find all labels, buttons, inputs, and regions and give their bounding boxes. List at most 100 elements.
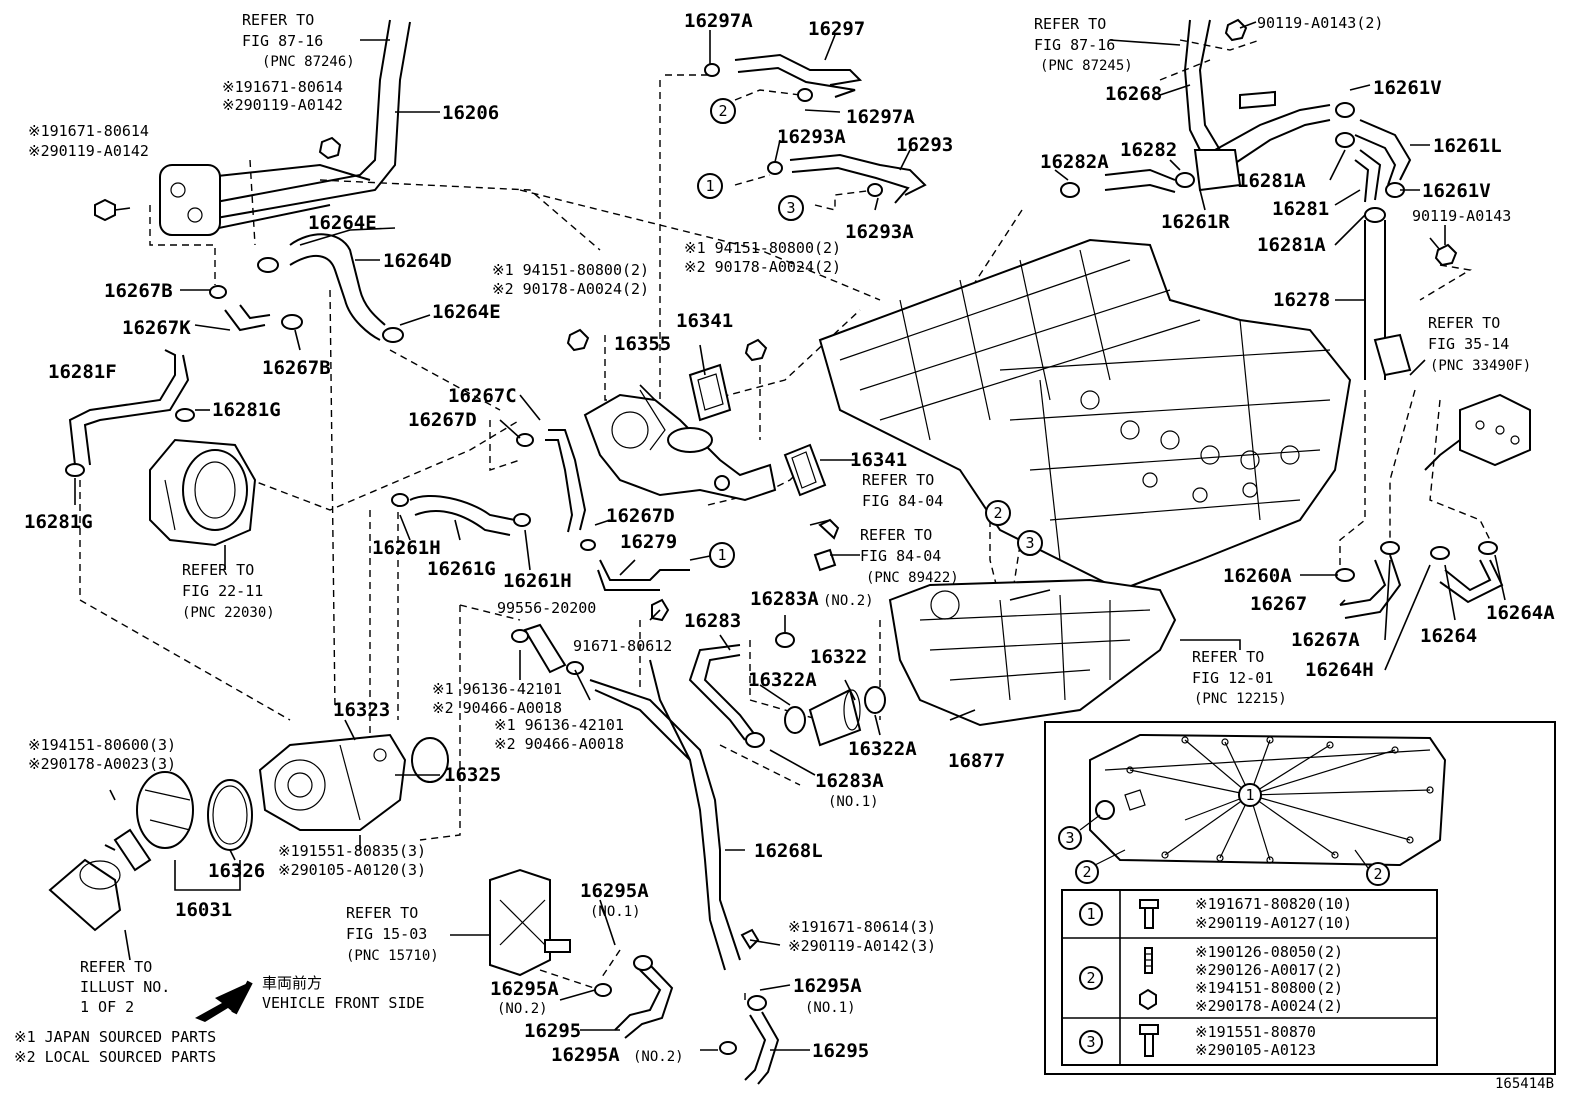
hose-16282: [1104, 168, 1176, 181]
label-16283A-a: 16283A: [750, 588, 819, 610]
pipe-16206: [159, 19, 411, 236]
hose-16267: [1339, 559, 1387, 606]
table-row-2-id: 2: [1086, 969, 1095, 987]
source-legend-2: ※2 LOCAL SOURCED PARTS: [14, 1048, 216, 1066]
oil-cooler-33490F: [1424, 393, 1531, 471]
svg-text:REFER TO: REFER TO: [182, 561, 254, 579]
pipe-16268L: [589, 679, 741, 961]
svg-text:※1 96136-42101: ※1 96136-42101: [494, 716, 624, 734]
circle-ref-3-mid: 3: [1025, 534, 1034, 552]
label-16267D-a: 16267D: [408, 409, 477, 431]
inset-callout-2a: 2: [1082, 863, 1091, 881]
svg-text:※2 90178-A0024(2): ※2 90178-A0024(2): [684, 258, 841, 276]
label-16293: 16293: [896, 134, 953, 156]
svg-text:(PNC 12215): (PNC 12215): [1194, 691, 1287, 707]
svg-text:FIG 84-04: FIG 84-04: [862, 492, 943, 510]
label-16326: 16326: [208, 860, 265, 882]
svg-text:FIG 12-01: FIG 12-01: [1192, 669, 1273, 687]
table-row-2-line-3: ※194151-80800(2): [1195, 979, 1343, 997]
hose-99556: [523, 623, 567, 674]
svg-text:(PNC 89422): (PNC 89422): [866, 570, 959, 586]
label-16261L: 16261L: [1433, 135, 1502, 157]
svg-text:※2 90466-A0018: ※2 90466-A0018: [494, 735, 624, 753]
hose-16267K: [224, 309, 266, 332]
svg-text:REFER TO: REFER TO: [346, 904, 418, 922]
label-16261G: 16261G: [427, 558, 496, 580]
label-16341-b: 16341: [850, 449, 907, 471]
label-16267D-b: 16267D: [606, 505, 675, 527]
label-16295A-d: 16295A: [551, 1044, 620, 1066]
label-16267: 16267: [1250, 593, 1307, 615]
label-16206: 16206: [442, 102, 499, 124]
circle-ref-2-top: 2: [718, 102, 727, 120]
thermostat-16031: [104, 771, 194, 872]
table-row-1-id: 1: [1086, 905, 1095, 923]
svg-text:※194151-80600(3): ※194151-80600(3): [28, 736, 176, 754]
label-90119-A0143-2: 90119-A0143(2): [1257, 14, 1383, 32]
inset-callout-3: 3: [1065, 829, 1074, 847]
svg-text:FIG 87-16: FIG 87-16: [242, 32, 323, 50]
svg-text:(NO.1): (NO.1): [805, 1000, 856, 1016]
label-16264D: 16264D: [383, 250, 452, 272]
svg-text:※1 96136-42101: ※1 96136-42101: [432, 680, 562, 698]
label-16297A-mid: 16297A: [846, 106, 915, 128]
label-16279: 16279: [620, 531, 677, 553]
svg-text:※2 90466-A0018: ※2 90466-A0018: [432, 699, 562, 717]
svg-text:REFER TO: REFER TO: [1192, 648, 1264, 666]
label-16295-a: 16295: [524, 1020, 581, 1042]
engine-block: [818, 238, 1352, 592]
label-16293A-bot: 16293A: [845, 221, 914, 243]
gasket-16325: [411, 737, 449, 783]
table-row-2-line-4: ※290178-A0024(2): [1195, 997, 1343, 1015]
figure-id: 165414B: [1495, 1076, 1554, 1092]
water-pump-16323: [258, 733, 407, 831]
hose-16261L: [1359, 119, 1412, 181]
label-16267B-a: 16267B: [104, 280, 173, 302]
nut-icon: [1139, 988, 1157, 1011]
svg-text:FIG 87-16: FIG 87-16: [1034, 36, 1115, 54]
svg-text:REFER TO: REFER TO: [862, 471, 934, 489]
label-16278: 16278: [1273, 289, 1330, 311]
label-16281F: 16281F: [48, 361, 117, 383]
svg-text:※290178-A0023(3): ※290178-A0023(3): [28, 755, 176, 773]
hose-16264D: [289, 233, 386, 326]
svg-text:(PNC 87246): (PNC 87246): [262, 54, 355, 70]
label-16268: 16268: [1105, 83, 1162, 105]
label-16267C: 16267C: [448, 385, 517, 407]
label-16282A: 16282A: [1040, 151, 1109, 173]
hose-16264D-outer: [289, 255, 381, 341]
svg-text:(NO.1): (NO.1): [590, 904, 641, 920]
label-99556: 99556-20200: [497, 599, 596, 617]
oring-16326: [207, 779, 253, 851]
label-16260A: 16260A: [1223, 565, 1292, 587]
hose-16293: [789, 153, 927, 196]
table-row-2-line-2: ※290126-A0017(2): [1195, 961, 1343, 979]
label-16281A-a: 16281A: [1237, 170, 1306, 192]
hose-16295-b: [744, 1014, 767, 1081]
bolt-top-left: [94, 136, 342, 222]
label-16281A-b: 16281A: [1257, 234, 1326, 256]
label-16341-a: 16341: [676, 310, 733, 332]
circle-ref-1-top: 1: [705, 177, 714, 195]
hose-16281: [1359, 149, 1382, 201]
label-16323: 16323: [333, 699, 390, 721]
table-row-2-line-1: ※190126-08050(2): [1195, 943, 1343, 961]
svg-text:REFER TO: REFER TO: [1428, 314, 1500, 332]
svg-text:(PNC 22030): (PNC 22030): [182, 605, 275, 621]
svg-text:(NO.2): (NO.2): [823, 593, 874, 609]
sub-labels: (NO.2) (NO.1) (NO.1) (NO.2) (NO.1) (NO.2…: [497, 593, 879, 1065]
oil-pan-16877: [888, 578, 1177, 727]
svg-text:※191671-80614(3): ※191671-80614(3): [788, 918, 936, 936]
bolt-icon: [1139, 1024, 1159, 1057]
label-16264E-a: 16264E: [308, 212, 377, 234]
svg-text:REFER TO: REFER TO: [1034, 15, 1106, 33]
label-16293A-top: 16293A: [777, 126, 846, 148]
label-16031: 16031: [175, 899, 232, 921]
inset-callout-2b: 2: [1373, 865, 1382, 883]
label-16281G-a: 16281G: [212, 399, 281, 421]
label-16322A-a: 16322A: [748, 669, 817, 691]
svg-text:(PNC 87245): (PNC 87245): [1040, 58, 1133, 74]
table-row-1-line-1: ※191671-80820(10): [1195, 895, 1352, 913]
vehicle-front-arrow: [195, 980, 253, 1022]
svg-text:(PNC 33490F): (PNC 33490F): [1430, 358, 1531, 374]
